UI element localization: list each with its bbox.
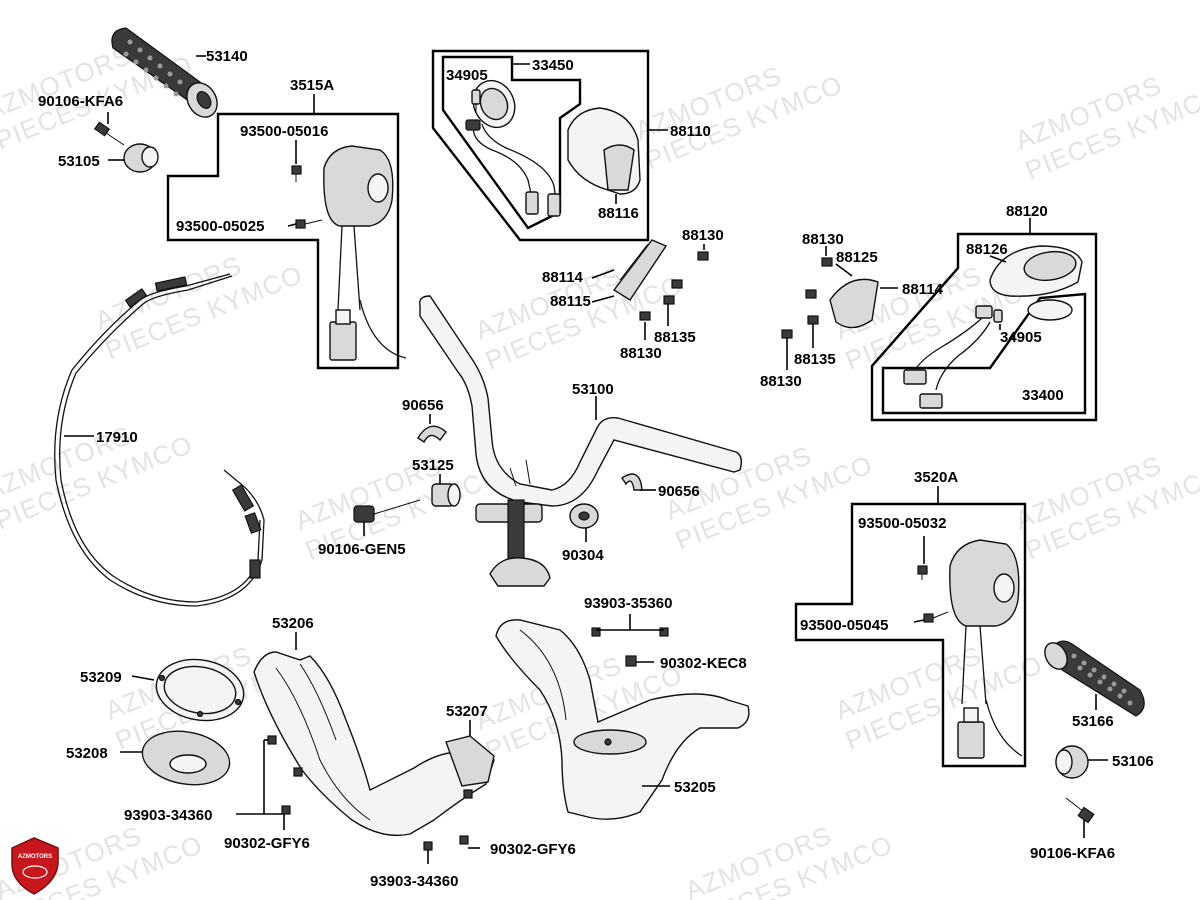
label-34905-top: 34905	[446, 67, 488, 84]
rear-cover-53206	[253, 651, 495, 837]
nut-90302-kec8	[625, 655, 637, 667]
left-indicator-88110	[472, 79, 641, 195]
label-88135-a: 88135	[654, 329, 696, 346]
left-switch-housing	[323, 145, 407, 361]
label-93903-35360: 93903-35360	[584, 595, 672, 612]
label-93500-05025: 93500-05025	[176, 218, 264, 235]
bar-end-53106	[1055, 745, 1089, 779]
leader-53209	[131, 675, 155, 681]
collar-53125	[431, 483, 461, 507]
label-3515A: 3515A	[290, 77, 334, 94]
box-3515A	[166, 112, 400, 370]
leader-88115	[591, 295, 615, 303]
front-cover-53205	[495, 619, 750, 820]
label-90106-gen5: 90106-GEN5	[318, 541, 406, 558]
clip-90656-b	[621, 473, 643, 491]
label-88120: 88120	[1006, 203, 1048, 220]
label-90302-gfy6-b: 90302-GFY6	[490, 841, 576, 858]
label-53206: 53206	[272, 615, 314, 632]
label-3520A: 3520A	[914, 469, 958, 486]
box-3520A	[794, 502, 1027, 768]
label-88115: 88115	[550, 293, 591, 310]
label-33450: 33450	[532, 57, 574, 74]
logo-text: AZMOTORS	[18, 854, 52, 860]
label-93903-34360-a: 93903-34360	[124, 807, 212, 824]
label-88114-a: 88114	[542, 269, 584, 286]
label-53207: 53207	[446, 703, 488, 720]
label-90304: 90304	[562, 547, 604, 564]
label-90656-b: 90656	[658, 483, 700, 500]
label-88125: 88125	[836, 249, 878, 266]
right-switch-housing	[949, 539, 1023, 759]
screw-93500-05045	[923, 611, 949, 623]
nut-90304	[569, 503, 599, 529]
label-53125: 53125	[412, 457, 454, 474]
screws-93903-34360-a	[267, 735, 473, 815]
grip-53166	[1044, 640, 1145, 717]
leader-88126	[989, 255, 1007, 263]
bracket-88125	[781, 257, 879, 339]
label-88135-b: 88135	[794, 351, 836, 368]
wiring-33450	[465, 119, 561, 217]
label-53209: 53209	[80, 669, 122, 686]
screw-93500-05032	[917, 565, 928, 580]
label-88130-a: 88130	[682, 227, 724, 244]
label-88130-d: 88130	[760, 373, 802, 390]
box-33400	[881, 292, 1087, 415]
label-88110: 88110	[670, 123, 711, 140]
label-53100: 53100	[572, 381, 614, 398]
label-53205: 53205	[674, 779, 716, 796]
steering-stem	[475, 499, 551, 587]
azmotors-logo: AZMOTORS	[11, 837, 59, 895]
label-93903-34360-b: 93903-34360	[370, 873, 458, 890]
box-33450	[431, 49, 650, 242]
screw-93500-05016	[291, 165, 302, 182]
handlebar-53100	[419, 295, 743, 507]
bracket-88115	[612, 239, 668, 301]
label-53106: 53106	[1112, 753, 1154, 770]
screws-93903-34360-b	[423, 835, 469, 851]
label-93500-05032: 93500-05032	[858, 515, 946, 532]
label-88126: 88126	[966, 241, 1008, 258]
label-90106-kfa6-right: 90106-KFA6	[1030, 845, 1115, 862]
wiring-33400	[903, 305, 1003, 409]
ring-53209	[155, 658, 245, 722]
label-53208: 53208	[66, 745, 108, 762]
label-93500-05016: 93500-05016	[240, 123, 328, 140]
bulb-34905-top	[471, 89, 481, 112]
cable-17910	[54, 273, 265, 607]
label-53105: 53105	[58, 153, 100, 170]
right-indicator-88120	[989, 245, 1083, 321]
label-88116: 88116	[598, 205, 639, 222]
label-17910: 17910	[96, 429, 138, 446]
bolt-90106-kfa6-left	[93, 121, 125, 146]
label-53166: 53166	[1072, 713, 1114, 730]
leader-93500-05045	[913, 619, 925, 623]
label-34905-right: 34905	[1000, 329, 1042, 346]
label-90302-gfy6-a: 90302-GFY6	[224, 835, 310, 852]
label-93500-05045: 93500-05045	[800, 617, 888, 634]
disk-53208	[141, 730, 231, 786]
label-88130-b: 88130	[620, 345, 662, 362]
label-90302-kec8: 90302-KEC8	[660, 655, 747, 672]
bar-end-53105	[123, 143, 159, 173]
label-53140: 53140	[206, 48, 248, 65]
label-90106-kfa6-left: 90106-KFA6	[38, 93, 123, 110]
bolt-90106-kfa6-right	[1065, 797, 1095, 824]
grip-53140	[111, 27, 218, 118]
label-90656-a: 90656	[402, 397, 444, 414]
box-88120	[870, 232, 1098, 422]
clip-90656-a	[417, 425, 447, 444]
leader-88114-a	[591, 269, 615, 279]
label-33400: 33400	[1022, 387, 1064, 404]
label-88130-c: 88130	[802, 231, 844, 248]
screw-93500-05025	[295, 219, 323, 229]
bolt-90106-gen5	[353, 499, 421, 523]
screws-93903-35360	[591, 627, 669, 637]
label-88114-b: 88114	[902, 281, 944, 298]
screws-88130-88135-left	[639, 251, 709, 321]
leader-93500-05025	[287, 223, 297, 227]
leader-88125	[835, 263, 853, 277]
